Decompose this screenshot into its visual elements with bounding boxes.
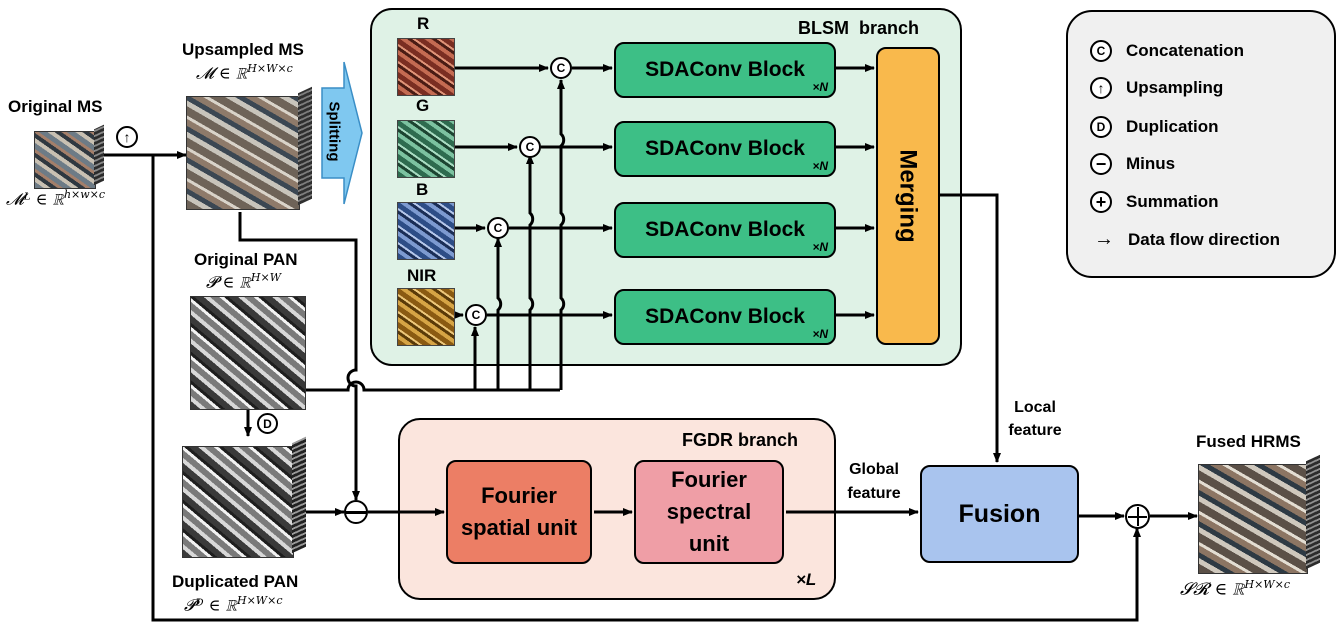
sdaconv-block-nir: SDAConv Block×N — [614, 289, 836, 345]
legend-label: Minus — [1126, 154, 1176, 173]
band-nir-image — [397, 288, 455, 346]
upsample-legend-icon: ↑ — [1090, 77, 1112, 99]
global-feature-label: Global feature — [847, 461, 901, 502]
summation-operator-icon — [1125, 504, 1150, 529]
concat-node-g: C — [519, 136, 541, 158]
band-label-nir: NIR — [407, 266, 437, 285]
upsample-icon: ↑ — [116, 126, 138, 148]
pan-to-r-concat — [557, 79, 566, 390]
fused-hrms-image — [1198, 454, 1322, 574]
legend-label: Data flow direction — [1128, 229, 1281, 249]
local-feature-label: Local feature — [1008, 399, 1062, 439]
concat-legend-icon: C — [1090, 40, 1112, 62]
minus-legend-icon: − — [1090, 153, 1112, 175]
arrow-legend-icon: → — [1094, 228, 1114, 250]
fgdr-branch-title: FGDR branch — [682, 430, 799, 450]
upsampled-ms-math: 𝓜 ∈ ℝH×W×c — [196, 62, 293, 83]
fusion-block: Fusion — [920, 465, 1079, 563]
fourier-spectral-unit: Fourier spectral unit — [634, 460, 784, 564]
legend-duplication: D Duplication — [1090, 116, 1219, 138]
fused-hrms-math: 𝓢𝓡 ∈ ℝH×W×c — [1180, 578, 1290, 600]
legend-label: Concatenation — [1126, 41, 1245, 60]
legend-concatenation: C Concatenation — [1090, 40, 1244, 62]
local-feature-wire — [938, 193, 1001, 463]
original-ms-label: Original MS — [8, 97, 103, 116]
splitting-label: Splitting — [325, 101, 343, 162]
splitting-arrow — [321, 61, 363, 205]
upsampled-ms-label: Upsampled MS — [182, 40, 304, 59]
upsampled-ms-image — [186, 86, 312, 210]
sdaconv-block-r: SDAConv Block×N — [614, 42, 836, 98]
original-pan-math: 𝓟 ∈ ℝH×W — [206, 271, 282, 292]
legend-minus: − Minus — [1090, 153, 1175, 175]
plus-legend-icon: + — [1090, 191, 1112, 213]
legend-label: Summation — [1126, 192, 1219, 211]
pan-bus-wire — [305, 380, 560, 392]
duplicate-legend-icon: D — [1090, 116, 1112, 138]
original-pan-label: Original PAN — [194, 250, 298, 269]
sdaconv-block-g: SDAConv Block×N — [614, 121, 836, 177]
minus-operator-icon — [344, 500, 368, 524]
fourier-spatial-unit: Fourier spatial unit — [446, 460, 592, 564]
band-g-image — [397, 120, 455, 178]
band-label-b: B — [416, 180, 429, 199]
legend-box: C Concatenation ↑ Upsampling D Duplicati… — [1066, 10, 1336, 278]
fgdr-repeat-label: ×L — [796, 570, 817, 589]
blsm-branch-title: BLSM branch — [798, 18, 920, 38]
sdaconv-block-b: SDAConv Block×N — [614, 202, 836, 258]
duplicated-pan-math: 𝓟ᴰ ∈ ℝH×W×c — [184, 594, 283, 615]
band-label-g: G — [416, 96, 430, 115]
fused-hrms-label: Fused HRMS — [1196, 432, 1301, 451]
concat-node-r: C — [550, 57, 572, 79]
legend-data-flow: → Data flow direction — [1094, 228, 1280, 251]
legend-upsampling: ↑ Upsampling — [1090, 77, 1223, 99]
concat-node-b: C — [487, 217, 509, 239]
pan-to-b-concat — [494, 237, 503, 390]
band-label-r: R — [417, 14, 430, 33]
ms-skip-wire — [151, 155, 1141, 622]
band-b-image — [397, 202, 455, 260]
band-r-image — [397, 38, 455, 96]
pan-to-g-concat — [526, 154, 535, 390]
concat-node-nir: C — [465, 304, 487, 326]
original-ms-image — [34, 123, 104, 189]
duplicate-icon: D — [257, 413, 278, 434]
legend-label: Upsampling — [1126, 78, 1224, 97]
original-pan-image — [190, 296, 306, 410]
legend-label: Duplication — [1126, 117, 1219, 136]
legend-summation: + Summation — [1090, 191, 1219, 213]
merging-block: Merging — [876, 47, 940, 345]
original-ms-math: 𝓜ᴸ ∈ ℝh×w×c — [6, 188, 106, 209]
duplicated-pan-image — [182, 436, 306, 558]
ms-to-minus-wire — [238, 212, 360, 501]
duplicated-pan-label: Duplicated PAN — [172, 572, 299, 591]
